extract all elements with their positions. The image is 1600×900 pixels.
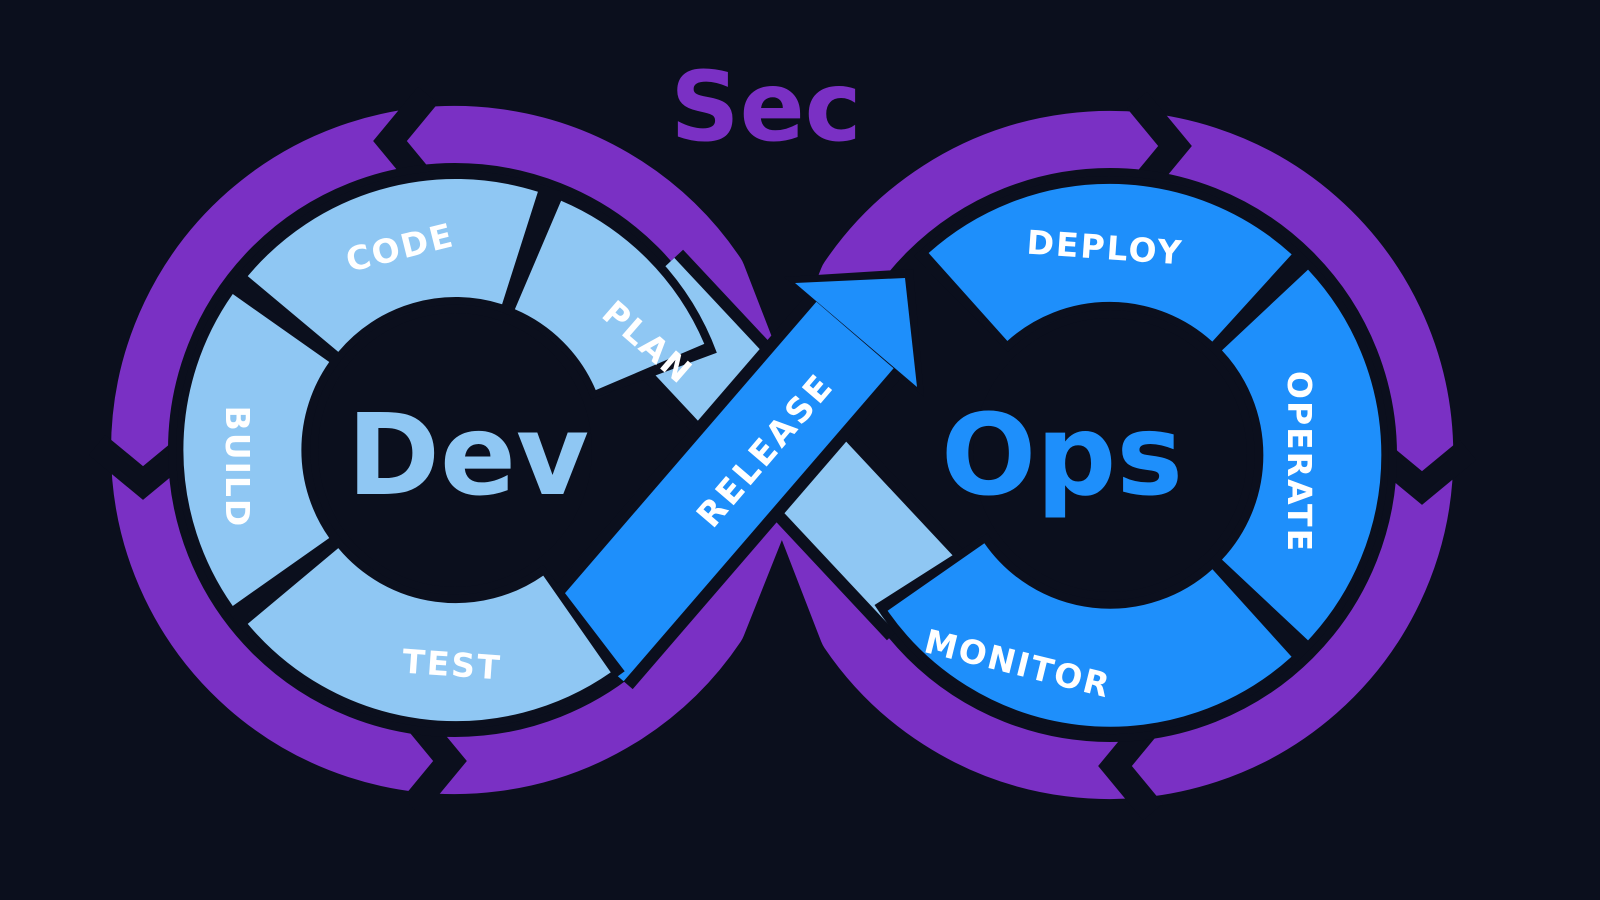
segment-build: [183, 294, 331, 606]
ops-ring-segments: [887, 183, 1382, 727]
release-band-fill: [546, 301, 894, 682]
segment-code: [247, 179, 538, 353]
segment-plan: [513, 200, 705, 392]
release-arrowhead-icon: [795, 278, 917, 387]
segment-label-build: BUILD: [218, 406, 257, 529]
segment-deploy: [928, 183, 1292, 343]
segment-label-test: TEST: [401, 642, 503, 688]
segment-test: [247, 547, 611, 722]
dev-ring-segments: [183, 179, 705, 722]
segment-operate: [1221, 269, 1382, 641]
ops-center-label: Ops: [941, 391, 1183, 521]
dev-center-label: Dev: [347, 391, 589, 521]
sec-title: Sec: [670, 51, 861, 163]
release-band: [537, 269, 924, 690]
segment-label-operate: OPERATE: [1280, 371, 1319, 553]
segment-monitor: [887, 542, 1292, 727]
